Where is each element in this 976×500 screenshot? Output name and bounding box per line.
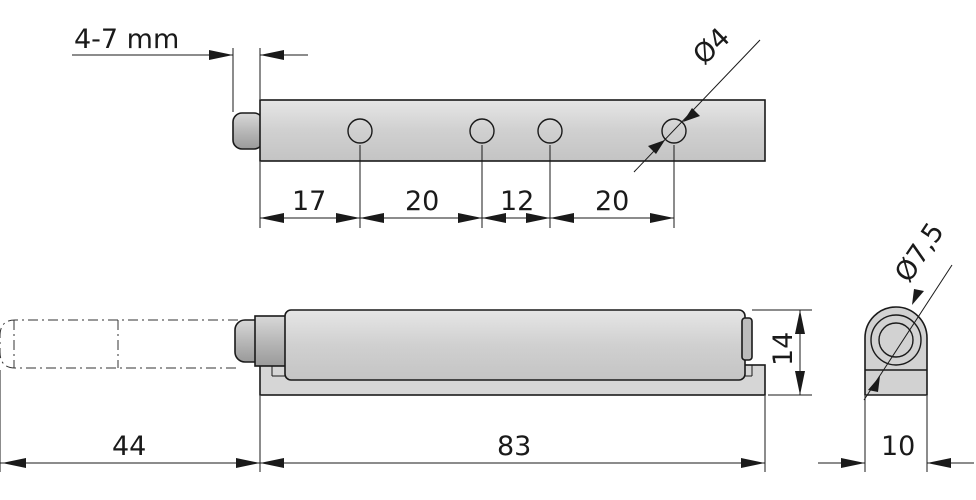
- arrow-spacing-4b: [650, 213, 674, 223]
- arrow-width-left: [841, 458, 865, 468]
- length-label: 83: [497, 431, 531, 462]
- end-view: Ø7,5 10: [818, 217, 974, 472]
- arrow-height-top: [795, 310, 805, 334]
- arrow-hole-b: [683, 108, 700, 122]
- arrow-spacing-3a: [482, 213, 506, 223]
- leader-plunger-diameter: [863, 264, 953, 401]
- arrow-spacing-1b: [336, 213, 360, 223]
- side-plunger-collar: [254, 315, 289, 367]
- top-body: [259, 99, 766, 162]
- arrow-spacing-2b: [458, 213, 482, 223]
- arrow-spacing-2a: [360, 213, 384, 223]
- arrow-length-right: [741, 458, 765, 468]
- height-label: 14: [768, 332, 799, 366]
- arrow-ext-left: [2, 458, 26, 468]
- side-view: 14 44 83: [0, 309, 812, 472]
- spacing-label-4: 20: [595, 186, 629, 217]
- end-plunger-outer: [870, 314, 922, 366]
- end-plunger-inner: [878, 322, 914, 358]
- top-plunger: [232, 112, 264, 150]
- arrow-spacing-4a: [550, 213, 574, 223]
- extension-label: 44: [112, 431, 146, 462]
- arrow-length-left: [260, 458, 284, 468]
- side-end-cap: [741, 317, 753, 361]
- plunger-diameter-label: Ø7,5: [889, 217, 951, 288]
- arrow-spacing-3b: [526, 213, 550, 223]
- arrow-stroke-left: [209, 50, 233, 60]
- width-label: 10: [881, 431, 915, 462]
- stroke-range-label: 4-7 mm: [74, 24, 179, 55]
- arrow-plunger-a: [868, 376, 880, 392]
- spacing-label-1: 17: [292, 186, 326, 217]
- mounting-hole-2: [469, 118, 495, 144]
- spacing-label-2: 20: [405, 186, 439, 217]
- arrow-spacing-1a: [260, 213, 284, 223]
- arrow-stroke-right: [260, 50, 284, 60]
- extended-plunger-outline: [0, 319, 238, 369]
- mounting-hole-3: [537, 118, 563, 144]
- mounting-hole-1: [347, 118, 373, 144]
- mounting-hole-4: [661, 118, 687, 144]
- hole-diameter-label: Ø4: [687, 22, 736, 71]
- side-body: [284, 309, 746, 381]
- top-view: 4-7 mm 17 20 12 20 Ø4: [72, 22, 766, 228]
- arrow-plunger-b: [912, 289, 924, 305]
- arrow-height-bottom: [795, 371, 805, 395]
- spacing-label-3: 12: [500, 186, 534, 217]
- arrow-hole-a: [648, 140, 665, 154]
- arrow-ext-right: [236, 458, 260, 468]
- arrow-width-right: [927, 458, 951, 468]
